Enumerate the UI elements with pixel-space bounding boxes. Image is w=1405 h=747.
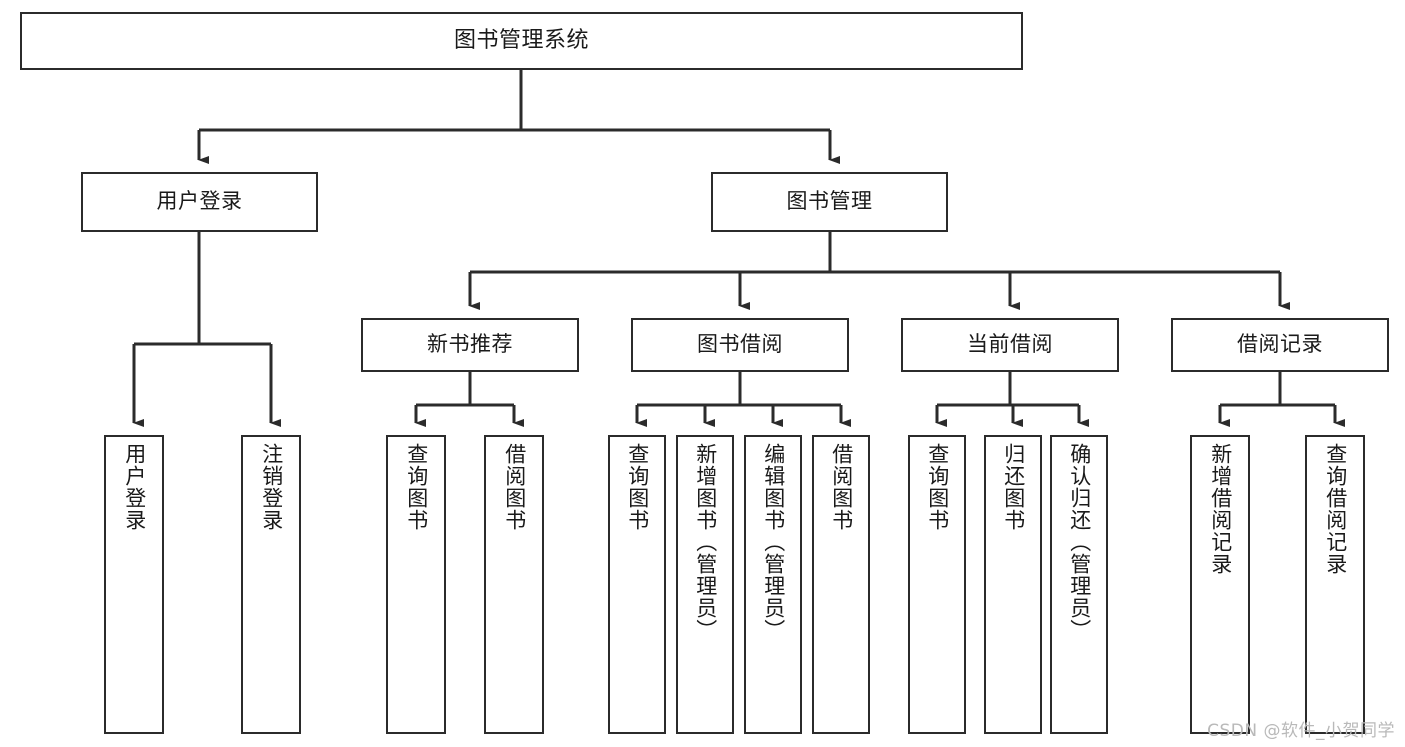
- node-root-label: 图书管理系统: [453, 27, 589, 53]
- node-leaf-query-book-1[interactable]: 查询图书: [386, 435, 446, 734]
- node-leaf-query-book-3[interactable]: 查询图书: [908, 435, 966, 734]
- node-user-login[interactable]: 用户登录: [81, 172, 318, 232]
- node-leaf-logout-login-label: 注销登录: [259, 443, 284, 531]
- node-book-borrow-label: 图书借阅: [697, 332, 783, 357]
- csdn-watermark: CSDN @软件_小贺同学: [1207, 721, 1395, 741]
- node-new-book-recommend[interactable]: 新书推荐: [361, 318, 579, 372]
- edges-borrowrecord-to-leaves: [1218, 372, 1345, 427]
- node-leaf-query-borrow-record-label: 查询借阅记录: [1323, 443, 1348, 575]
- edges-bookmanage-to-level3: [468, 232, 1290, 310]
- node-borrow-record[interactable]: 借阅记录: [1171, 318, 1389, 372]
- node-borrow-record-label: 借阅记录: [1237, 332, 1323, 357]
- node-leaf-borrow-book-1[interactable]: 借阅图书: [484, 435, 544, 734]
- node-leaf-query-book-2[interactable]: 查询图书: [608, 435, 666, 734]
- node-leaf-add-book[interactable]: 新增图书（管理员）: [676, 435, 734, 734]
- node-leaf-confirm-return-label: 确认归还（管理员）: [1067, 443, 1092, 641]
- node-leaf-return-book[interactable]: 归还图书: [984, 435, 1042, 734]
- edges-root-to-level2: [197, 70, 840, 164]
- node-current-borrow-label: 当前借阅: [967, 332, 1053, 357]
- node-current-borrow[interactable]: 当前借阅: [901, 318, 1119, 372]
- node-book-manage[interactable]: 图书管理: [711, 172, 948, 232]
- node-leaf-confirm-return[interactable]: 确认归还（管理员）: [1050, 435, 1108, 734]
- node-user-login-label: 用户登录: [156, 189, 243, 214]
- node-leaf-edit-book[interactable]: 编辑图书（管理员）: [744, 435, 802, 734]
- node-root-system[interactable]: 图书管理系统: [20, 12, 1023, 70]
- node-leaf-add-borrow-record[interactable]: 新增借阅记录: [1190, 435, 1250, 734]
- node-leaf-borrow-book-2-label: 借阅图书: [829, 443, 854, 531]
- node-leaf-query-book-2-label: 查询图书: [625, 443, 650, 531]
- edges-currentborrow-to-leaves: [935, 372, 1089, 427]
- node-book-manage-label: 图书管理: [786, 189, 873, 214]
- node-leaf-return-book-label: 归还图书: [1001, 443, 1026, 531]
- node-book-borrow[interactable]: 图书借阅: [631, 318, 849, 372]
- node-new-book-recommend-label: 新书推荐: [427, 332, 513, 357]
- node-leaf-user-login-label: 用户登录: [122, 443, 147, 531]
- node-leaf-edit-book-label: 编辑图书（管理员）: [761, 443, 786, 641]
- node-leaf-add-book-label: 新增图书（管理员）: [693, 443, 718, 641]
- node-leaf-logout-login[interactable]: 注销登录: [241, 435, 301, 734]
- edges-bookborrow-to-leaves: [635, 372, 851, 427]
- node-leaf-borrow-book-2[interactable]: 借阅图书: [812, 435, 870, 734]
- node-leaf-user-login[interactable]: 用户登录: [104, 435, 164, 734]
- edges-userlogin-to-leaves: [132, 232, 281, 427]
- edges-newbook-to-leaves: [414, 372, 524, 427]
- node-leaf-query-book-1-label: 查询图书: [404, 443, 429, 531]
- node-leaf-borrow-book-1-label: 借阅图书: [502, 443, 527, 531]
- node-leaf-query-book-3-label: 查询图书: [925, 443, 950, 531]
- node-leaf-add-borrow-record-label: 新增借阅记录: [1208, 443, 1233, 575]
- node-leaf-query-borrow-record[interactable]: 查询借阅记录: [1305, 435, 1365, 734]
